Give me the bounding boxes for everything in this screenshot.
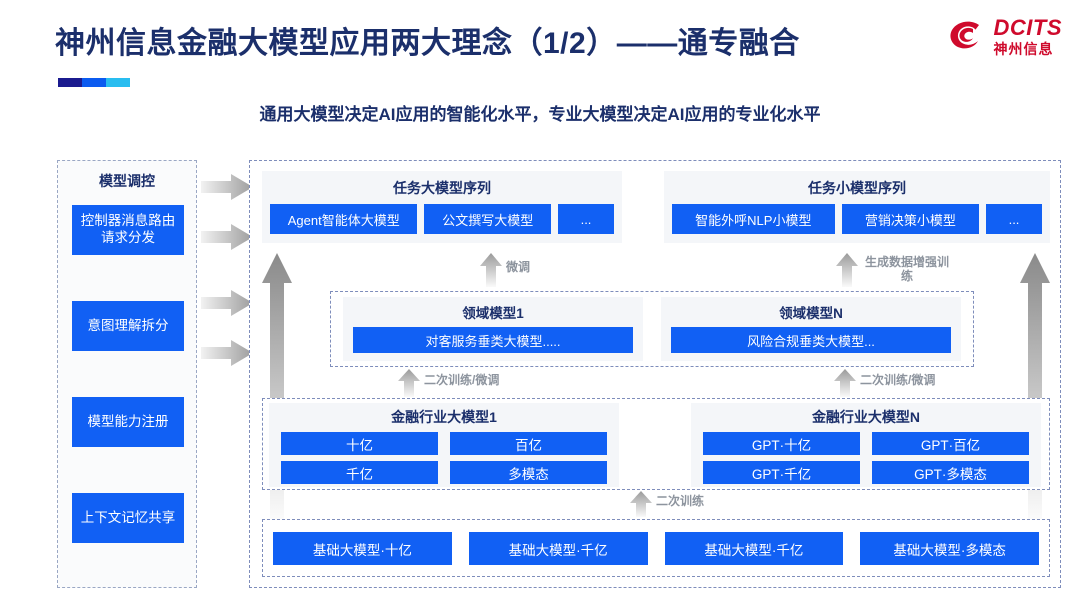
architecture-panel: 任务大模型序列 Agent智能体大模型 公文撰写大模型 ... 任务小模型序列 … [249,160,1061,588]
chip-finn-gpt-hundred-billion[interactable]: GPT·千亿 [703,461,860,484]
page-subtitle: 通用大模型决定AI应用的智能化水平，专业大模型决定AI应用的专业化水平 [259,105,821,124]
arrow-label-fine-tune: 微调 [506,260,531,274]
control-item-intent-understanding[interactable]: 意图理解拆分 [72,301,184,351]
finance-model-1-title: 金融行业大模型1 [391,409,497,425]
logo-text: DCITS 神州信息 [993,14,1063,57]
flow-arrow-right-1 [201,174,253,200]
underline-segment-blue [81,78,107,87]
company-logo: DCITS 神州信息 [947,16,1063,56]
control-item-context-memory[interactable]: 上下文记忆共享 [72,493,184,543]
chip-base-billion[interactable]: 基础大模型·十亿 [273,532,452,565]
chip-fin1-multimodal[interactable]: 多模态 [450,461,607,484]
finance-model-1-chip-grid: 十亿 百亿 千亿 多模态 [269,427,619,484]
underline-segment-navy [58,78,82,87]
domain-model-n-cell: 领域模型N 风险合规垂类大模型... [661,297,961,361]
finance-model-n-title: 金融行业大模型N [811,409,921,425]
domain-model-n-title: 领域模型N [779,306,843,321]
logo-text-en: DCITS [993,14,1062,40]
domain-model-1-title: 领域模型1 [462,306,524,321]
flow-arrow-right-4 [201,340,253,366]
control-column: 模型调控 控制器消息路由请求分发 意图理解拆分 模型能力注册 上下文记忆共享 [57,160,197,588]
flow-arrow-right-2 [201,224,253,250]
arrow-up-retrain-left [398,369,420,397]
long-arrow-up-right [1020,253,1050,519]
arrow-up-retrain-right [834,369,856,397]
underline-segment-cyan [106,78,130,87]
chip-finn-gpt-billion[interactable]: GPT·十亿 [703,432,860,455]
finance-model-n-chip-grid: GPT·十亿 GPT·百亿 GPT·千亿 GPT·多模态 [691,427,1041,484]
chip-finn-gpt-ten-billion[interactable]: GPT·百亿 [872,432,1029,455]
base-model-chip-row: 基础大模型·十亿 基础大模型·千亿 基础大模型·千亿 基础大模型·多模态 [263,520,1049,565]
chip-fin1-billion[interactable]: 十亿 [281,432,438,455]
task-small-model-group: 任务小模型序列 智能外呼NLP小模型 营销决策小模型 ... [664,171,1050,243]
arrow-up-finetune [480,253,502,287]
chip-base-trillion[interactable]: 基础大模型·千亿 [664,532,844,565]
control-item-message-routing[interactable]: 控制器消息路由请求分发 [72,205,184,255]
dcits-swirl-icon [949,21,979,49]
base-model-layer: 基础大模型·十亿 基础大模型·千亿 基础大模型·千亿 基础大模型·多模态 [262,519,1050,577]
chip-risk-compliance-vertical-model[interactable]: 风险合规垂类大模型... [671,327,951,353]
domain-model-layer: 领域模型1 对客服务垂类大模型..... 领域模型N 风险合规垂类大模型... [330,291,974,367]
task-big-model-title: 任务大模型序列 [393,180,491,196]
page-title: 神州信息金融大模型应用两大理念（1/2）——通专融合 [55,27,800,60]
chip-marketing-decision-model[interactable]: 营销决策小模型 [841,204,979,234]
finance-model-n-cell: 金融行业大模型N GPT·十亿 GPT·百亿 GPT·千亿 GPT·多模态 [691,403,1041,487]
title-underline-bar [58,78,130,87]
control-column-title: 模型调控 [99,173,155,189]
arrow-up-data-augment [836,253,858,287]
chip-document-writing-model[interactable]: 公文撰写大模型 [424,204,551,234]
control-item-capability-registration[interactable]: 模型能力注册 [72,397,184,447]
task-small-model-chip-row: 智能外呼NLP小模型 营销决策小模型 ... [664,198,1050,234]
chip-base-hundred-billion[interactable]: 基础大模型·千亿 [468,532,648,565]
arrow-label-retrain-finetune-right: 二次训练/微调 [860,373,936,387]
chip-agent-model[interactable]: Agent智能体大模型 [270,204,418,234]
domain-model-1-cell: 领域模型1 对客服务垂类大模型..... [343,297,643,361]
arrow-label-retrain: 二次训练 [656,494,705,508]
chip-fin1-ten-billion[interactable]: 百亿 [450,432,607,455]
arrow-label-data-augment: 生成数据增强训练 [864,255,949,283]
chip-more-small[interactable]: ... [986,204,1042,234]
chip-finn-gpt-multimodal[interactable]: GPT·多模态 [872,461,1029,484]
logo-text-cn: 神州信息 [993,40,1054,57]
long-arrow-up-left [262,253,292,519]
task-big-model-chip-row: Agent智能体大模型 公文撰写大模型 ... [262,198,622,234]
chip-more-big[interactable]: ... [558,204,614,234]
flow-arrow-right-3 [201,290,253,316]
chip-fin1-hundred-billion[interactable]: 千亿 [281,461,438,484]
chip-base-multimodal[interactable]: 基础大模型·多模态 [860,532,1039,565]
arrow-label-retrain-finetune-left: 二次训练/微调 [424,373,500,387]
task-small-model-title: 任务小模型序列 [808,180,906,196]
chip-outbound-nlp-model[interactable]: 智能外呼NLP小模型 [672,204,835,234]
finance-model-1-cell: 金融行业大模型1 十亿 百亿 千亿 多模态 [269,403,619,487]
finance-model-layer: 金融行业大模型1 十亿 百亿 千亿 多模态 金融行业大模型N GPT·十亿 GP… [262,398,1050,490]
arrow-up-retrain-center [630,491,652,517]
task-big-model-group: 任务大模型序列 Agent智能体大模型 公文撰写大模型 ... [262,171,622,243]
chip-customer-service-vertical-model[interactable]: 对客服务垂类大模型..... [353,327,633,353]
